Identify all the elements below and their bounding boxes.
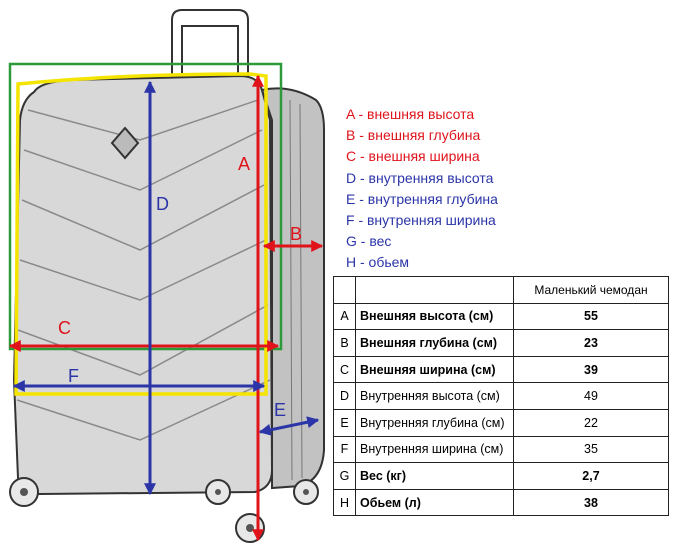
legend-item-a: A - внешняя высота: [346, 106, 475, 122]
header-empty-cell: [355, 276, 514, 304]
legend-item-f: F - внутренняя ширина: [346, 212, 496, 229]
row-value: 39: [513, 355, 669, 384]
header-empty-cell: [333, 276, 356, 304]
row-letter: A: [333, 302, 356, 331]
row-value: 35: [513, 435, 669, 464]
dim-label-f: F: [68, 366, 79, 386]
inner-outline-yellow: [14, 72, 268, 396]
table-header-row: Маленький чемодан: [333, 276, 669, 304]
dim-label-e: E: [274, 400, 286, 420]
row-value: 49: [513, 382, 669, 410]
row-letter: C: [333, 355, 356, 384]
handle: [171, 9, 249, 80]
row-value: 2,7: [513, 462, 669, 490]
row-parameter: Внешняя высота (см): [355, 302, 514, 331]
legend-item-c: C - внешняя ширина: [346, 148, 480, 165]
dim-label-d: D: [156, 194, 169, 214]
row-letter: G: [333, 462, 356, 490]
suitcase-body: [9, 74, 325, 543]
row-value: 38: [513, 488, 669, 517]
dim-label-c: C: [58, 318, 71, 338]
dimension-legend: A - внешняя высота B - внешняя глубина C…: [346, 104, 498, 274]
row-parameter: Внутренняя ширина (см): [355, 435, 514, 464]
legend-item-h: H - обьем: [346, 254, 410, 271]
legend-item-g: G - вес: [346, 233, 392, 250]
legend-item-e: E - внутренняя глубина: [346, 190, 498, 207]
row-parameter: Внутренняя глубина (см): [355, 408, 514, 437]
row-letter: F: [333, 435, 356, 464]
row-letter: H: [333, 488, 356, 517]
column-header: Маленький чемодан: [513, 276, 669, 304]
row-letter: B: [333, 329, 356, 357]
dimension-arrow-e: [258, 416, 320, 436]
row-value: 22: [513, 408, 669, 437]
dim-label-a: A: [238, 154, 250, 174]
row-parameter: Внешняя глубина (см): [355, 329, 514, 357]
row-parameter: Обьем (л): [355, 488, 514, 517]
row-parameter: Внутренняя высота (см): [355, 382, 514, 410]
row-value: 23: [513, 329, 669, 357]
suitcase-illustration: A B C D E F: [8, 9, 325, 543]
legend-item-d: D - внутренняя высота: [346, 169, 494, 186]
row-value: 55: [513, 302, 669, 331]
row-letter: E: [333, 408, 356, 437]
dim-label-b: B: [290, 224, 302, 244]
row-parameter: Вес (кг): [355, 462, 514, 490]
legend-item-b: B - внешняя глубина: [346, 127, 481, 144]
row-letter: D: [333, 382, 356, 410]
row-parameter: Внешняя ширина (см): [355, 355, 514, 384]
